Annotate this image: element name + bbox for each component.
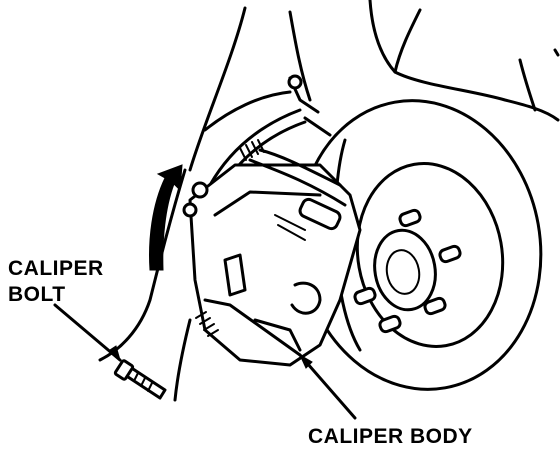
strut-outline xyxy=(188,0,560,172)
caliper-bolt-label-line1: CALIPER xyxy=(8,257,104,280)
brake-rotor xyxy=(297,99,543,391)
caliper-body-label: CALIPER BODY xyxy=(308,425,473,448)
caliper-bolt-leader xyxy=(53,303,167,400)
curved-arrow-icon xyxy=(149,164,183,271)
caliper-body-shape xyxy=(182,139,362,367)
upper-bolt-threads xyxy=(239,139,265,161)
caliper-body-leader xyxy=(298,353,357,420)
wheel-studs xyxy=(353,208,462,334)
caliper-bolt-label: CALIPER BOLT xyxy=(8,256,104,308)
lower-bolt-threads xyxy=(195,311,219,337)
steering-knuckle xyxy=(98,90,292,402)
caliper-bolt-label-line2: BOLT xyxy=(8,283,66,306)
